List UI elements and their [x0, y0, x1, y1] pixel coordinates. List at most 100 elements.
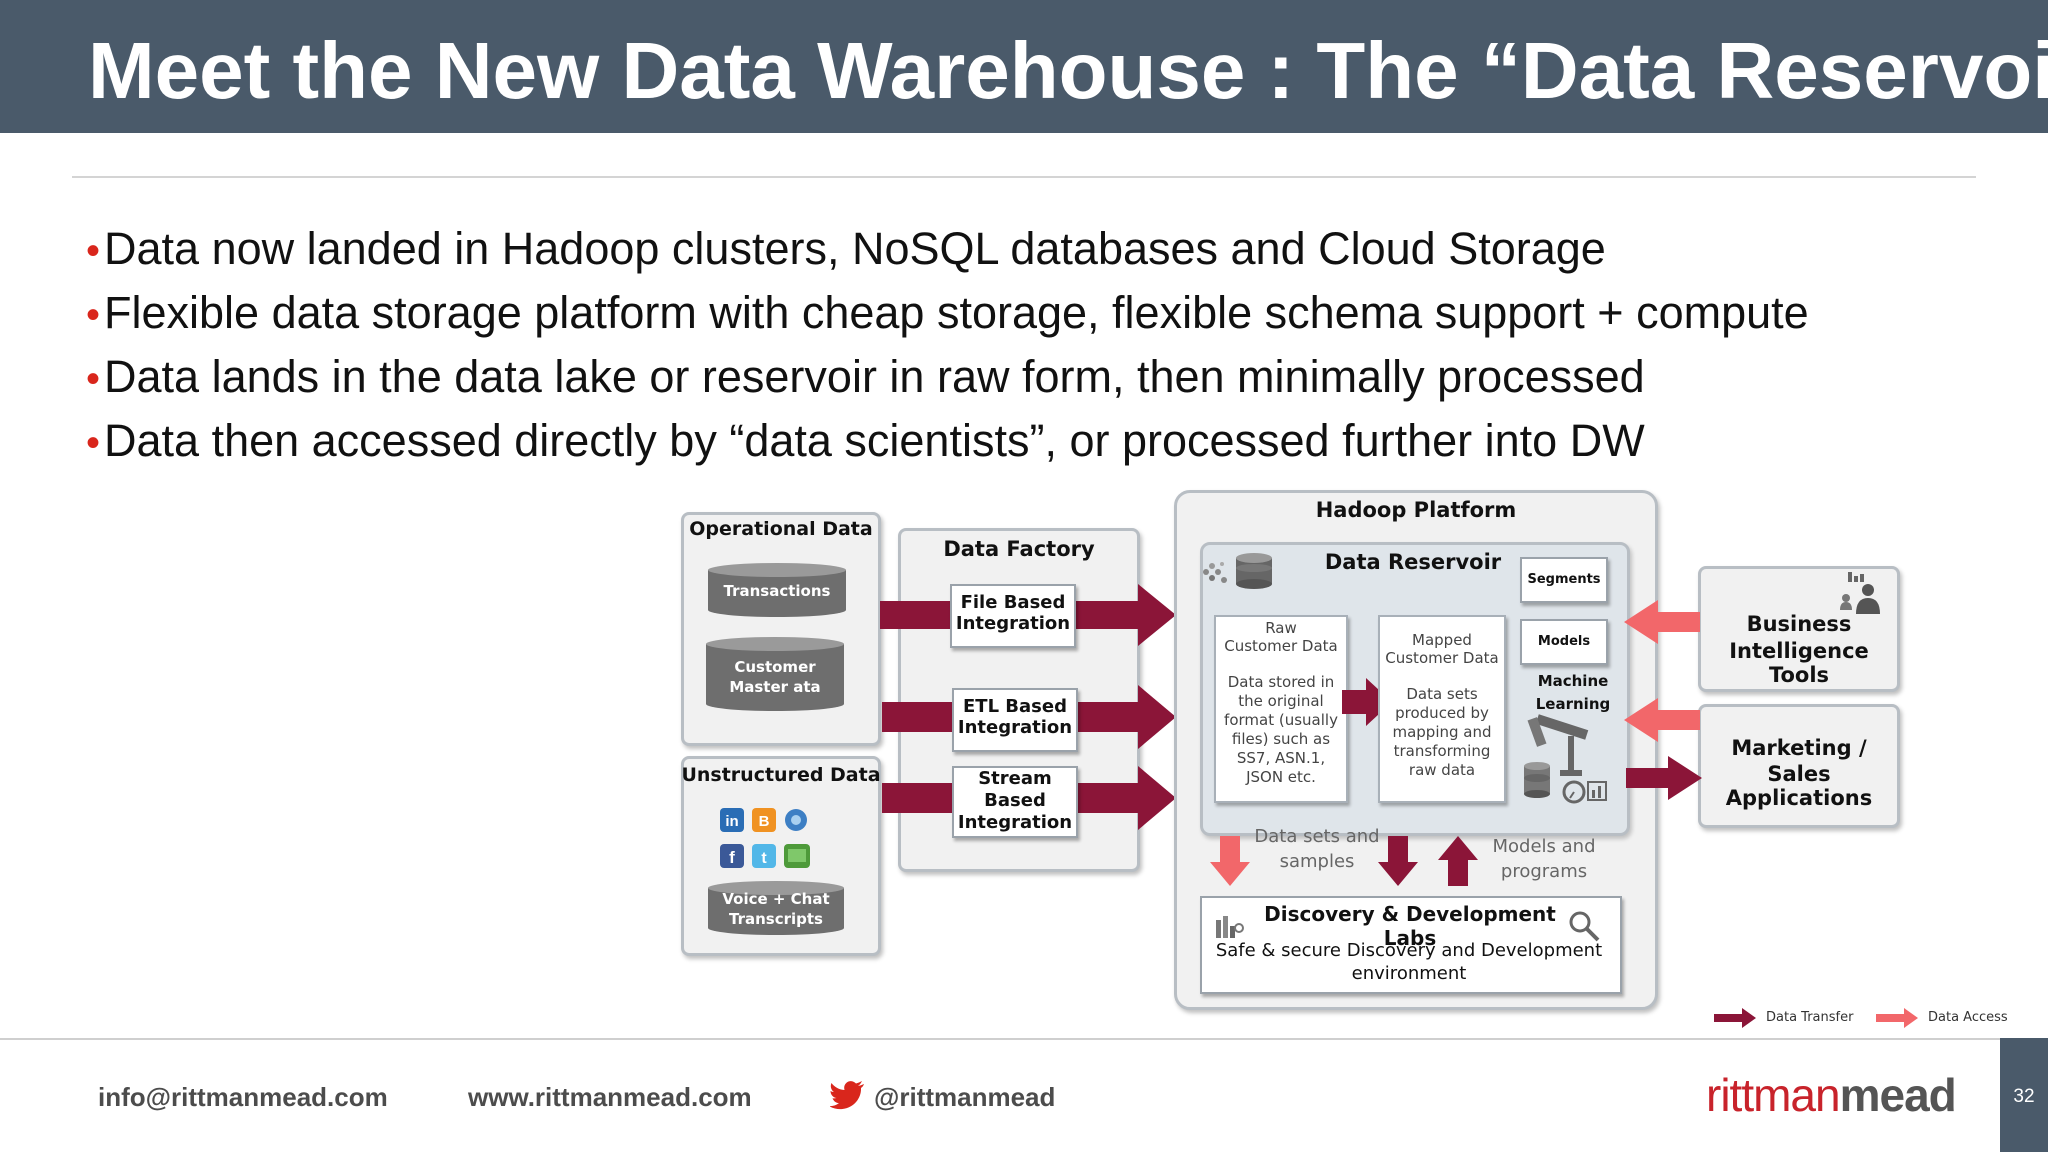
raw-customer-data-box: Raw Customer Data Data stored in the ori… [1214, 615, 1348, 803]
discovery-labs-desc-line2: environment [1351, 963, 1467, 984]
stream-based-line3: Integration [957, 812, 1073, 833]
customer-master-label-line1: Customer [734, 658, 816, 676]
etl-based-line2: Integration [957, 717, 1073, 738]
data-reservoir-title: Data Reservoir [1324, 550, 1502, 574]
bullet-item: •Data now landed in Hadoop clusters, NoS… [86, 218, 1986, 282]
mapped-title-line2: Customer Data [1385, 649, 1499, 667]
svg-text:f: f [729, 848, 735, 867]
bullet-marker: • [86, 421, 101, 465]
raw-description: Data stored in the original format (usua… [1216, 673, 1346, 787]
raw-desc-line: SS7, ASN.1, [1236, 749, 1326, 767]
footer-divider [0, 1038, 2048, 1040]
title-bar [0, 0, 2048, 133]
voice-chat-label-line2: Transcripts [729, 910, 823, 928]
discovery-labs-title: Discovery & Development Labs [1264, 902, 1556, 950]
bullet-text: Data then accessed directly by “data sci… [104, 415, 1645, 466]
hadoop-platform-title: Hadoop Platform [1315, 498, 1517, 522]
etl-based-integration-box: ETL Based Integration [952, 688, 1078, 752]
page-title: Meet the New Data Warehouse : The “Data … [88, 26, 2048, 115]
twitter-bird-icon [830, 1081, 864, 1110]
operational-data-title: Operational Data [689, 518, 873, 540]
file-based-line2: Integration [955, 613, 1071, 634]
logo-part2: mead [1839, 1069, 1957, 1121]
legend-transfer-arrow [1714, 1008, 1756, 1028]
bullet-item: •Data then accessed directly by “data sc… [86, 410, 1986, 474]
raw-desc-line: files) such as [1231, 730, 1331, 748]
legend-access-label: Data Access [1928, 1010, 2008, 1025]
machine-learning-line2: Learning [1535, 695, 1611, 713]
page-number: 32 [2000, 1038, 2048, 1152]
marketing-sales-panel [1698, 704, 1900, 828]
mapped-customer-data-box: Mapped Customer Data Data sets produced … [1378, 615, 1506, 803]
datasets-samples-line2: samples [1279, 851, 1355, 872]
mapped-title-line1: Mapped [1412, 631, 1472, 649]
mapped-desc-line: mapping and [1392, 723, 1492, 741]
database-cylinder-icon [708, 563, 846, 617]
vertical-flow-arrows [1210, 836, 1478, 886]
segments-box: Segments [1520, 557, 1608, 603]
bullet-text: Data now landed in Hadoop clusters, NoSQ… [104, 223, 1606, 274]
machine-learning-line1: Machine [1537, 672, 1609, 690]
data-lake-icon [1203, 553, 1272, 589]
etl-based-line1: ETL Based [963, 696, 1067, 717]
svg-text:B: B [759, 813, 770, 830]
legend-access-arrow [1876, 1008, 1918, 1028]
footer-twitter[interactable]: @rittmanmead [874, 1082, 1056, 1112]
database-cylinder-icon [708, 881, 844, 935]
raw-desc-line: Data stored in [1227, 673, 1335, 691]
raw-title-line1: Raw [1265, 619, 1297, 637]
mapped-desc-line: transforming [1393, 742, 1491, 760]
magnifier-icon [1569, 911, 1600, 942]
stream-based-line1: Stream [978, 768, 1052, 789]
datasets-samples-line1: Data sets and [1254, 826, 1380, 847]
title-divider [72, 176, 1976, 178]
raw-desc-line: JSON etc. [1246, 768, 1316, 786]
marketing-sales-line1: Marketing / [1731, 736, 1867, 760]
logo-part1: rittman [1706, 1069, 1841, 1121]
unstructured-data-title: Unstructured Data [681, 764, 881, 786]
bullet-text: Data lands in the data lake or reservoir… [104, 351, 1645, 402]
models-box: Models [1520, 619, 1608, 665]
transform-arrow [1342, 678, 1392, 726]
rittmanmead-logo: rittmanmead [1706, 1068, 1957, 1122]
voice-chat-label-line1: Voice + Chat [722, 890, 830, 908]
stream-based-line2: Based [984, 790, 1046, 811]
bullet-text: Flexible data storage platform with chea… [104, 287, 1809, 338]
business-user-icon [1840, 572, 1880, 614]
file-based-line1: File Based [960, 592, 1066, 613]
machine-learning-icon [1524, 714, 1607, 804]
footer-website[interactable]: www.rittmanmead.com [468, 1082, 752, 1112]
raw-desc-line: the original [1238, 692, 1324, 710]
bullet-marker: • [86, 293, 101, 337]
svg-text:in: in [725, 813, 738, 830]
discovery-labs-desc-line1: Safe & secure Discovery and Development [1215, 940, 1603, 961]
customer-master-label-line2: Master ata [729, 678, 821, 696]
bi-tools-line2: Intelligence Tools [1729, 639, 1869, 687]
lab-chart-icon [1216, 916, 1244, 938]
discovery-labs-box [1200, 896, 1622, 994]
bullet-item: •Data lands in the data lake or reservoi… [86, 346, 1986, 410]
svg-text:t: t [761, 850, 767, 867]
models-label: Models [1537, 634, 1591, 649]
legend-transfer-label: Data Transfer [1766, 1010, 1854, 1025]
bi-tools-line1: Business [1746, 612, 1852, 636]
stream-based-integration-box: Stream Based Integration [952, 766, 1078, 838]
file-based-integration-box: File Based Integration [950, 584, 1076, 648]
bullet-list: •Data now landed in Hadoop clusters, NoS… [86, 218, 1986, 474]
footer-email[interactable]: info@rittmanmead.com [98, 1082, 388, 1112]
segments-label: Segments [1527, 572, 1601, 587]
raw-desc-line: format (usually [1224, 711, 1338, 729]
data-factory-title: Data Factory [943, 537, 1095, 561]
access-arrows [1624, 600, 1702, 800]
marketing-sales-line2: Sales Applications [1725, 762, 1873, 810]
mapped-desc-line: raw data [1408, 761, 1476, 779]
transactions-label: Transactions [723, 582, 831, 600]
mapped-description: Data sets produced by mapping and transf… [1380, 685, 1504, 780]
models-programs-line2: programs [1500, 861, 1588, 882]
models-programs-line1: Models and [1492, 836, 1596, 857]
bullet-marker: • [86, 357, 101, 401]
mapped-desc-line: produced by [1395, 704, 1489, 722]
mapped-desc-line: Data sets [1406, 685, 1478, 703]
bullet-item: •Flexible data storage platform with che… [86, 282, 1986, 346]
bullet-marker: • [86, 229, 101, 273]
